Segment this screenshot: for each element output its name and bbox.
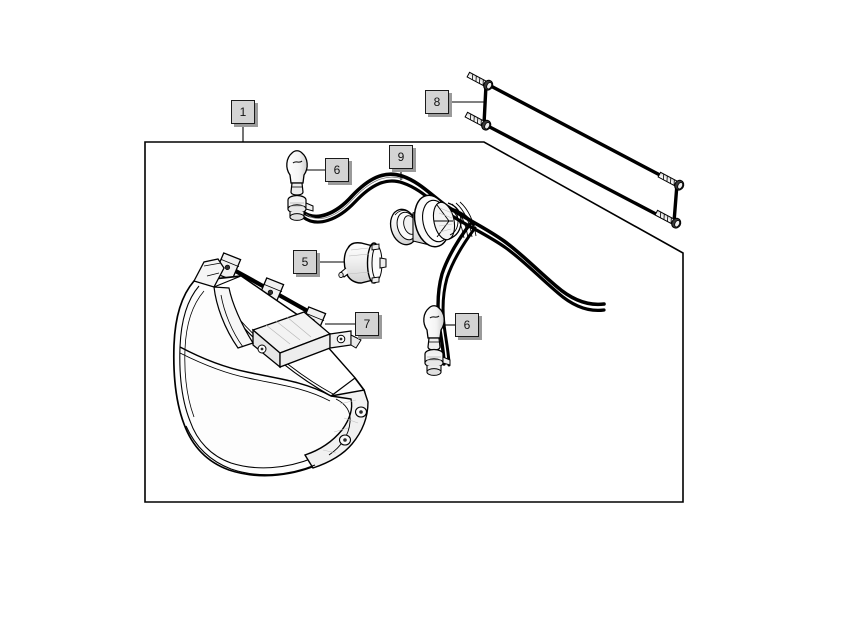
mounting-screw-2 [464,111,492,131]
callout-8[interactable]: 8 [425,90,449,114]
screw-rail-left [482,83,488,126]
mounting-screw-4 [654,209,682,229]
upper-left-mount [193,258,225,288]
headlamp-bulb [338,242,387,284]
harness-branch-lower-inner [441,226,477,367]
bulb-upper [286,150,308,196]
callout-7-label: 7 [363,317,371,331]
callout-9-label: 9 [397,150,405,164]
callout-6a-label: 6 [333,163,341,177]
callout-8-label: 8 [433,95,441,109]
callout-6b-label: 6 [463,318,471,332]
screw-rail-top [485,82,679,186]
bottom-rim [185,425,316,476]
mounting-screw-3 [657,171,685,191]
harness-trunk-outer [301,172,606,307]
assembly-group-frame [144,141,684,503]
callout-7[interactable]: 7 [355,312,379,336]
callout-9[interactable]: 9 [389,145,413,169]
harness-branch-lower-outer [436,222,472,366]
callout-1[interactable]: 1 [231,100,255,124]
bulb-lower-socket [424,348,451,376]
headlight-housing-assembly [172,258,369,477]
bulb-socket-grommet-assembly [389,194,462,248]
internal-rib-left [213,286,254,349]
screw-rail-right [672,182,679,224]
callout-5-label: 5 [301,255,309,269]
harness-strands [448,201,477,239]
mounting-screw-1 [466,71,494,91]
callout-5[interactable]: 5 [293,250,317,274]
right-bezel-strip [303,389,369,469]
flange-shading [438,207,453,233]
bulb-upper-socket [287,194,314,221]
bulb-upper-group [286,150,314,221]
lens-crease [179,346,332,397]
callout-1-label: 1 [239,105,247,119]
bulb-lower-group [423,305,451,376]
bulb-mount-block [251,311,362,369]
callout-6b[interactable]: 6 [455,313,479,337]
mounting-screw-set [464,71,685,229]
callout-6a[interactable]: 6 [325,158,349,182]
screw-rail-bottom [482,122,675,225]
